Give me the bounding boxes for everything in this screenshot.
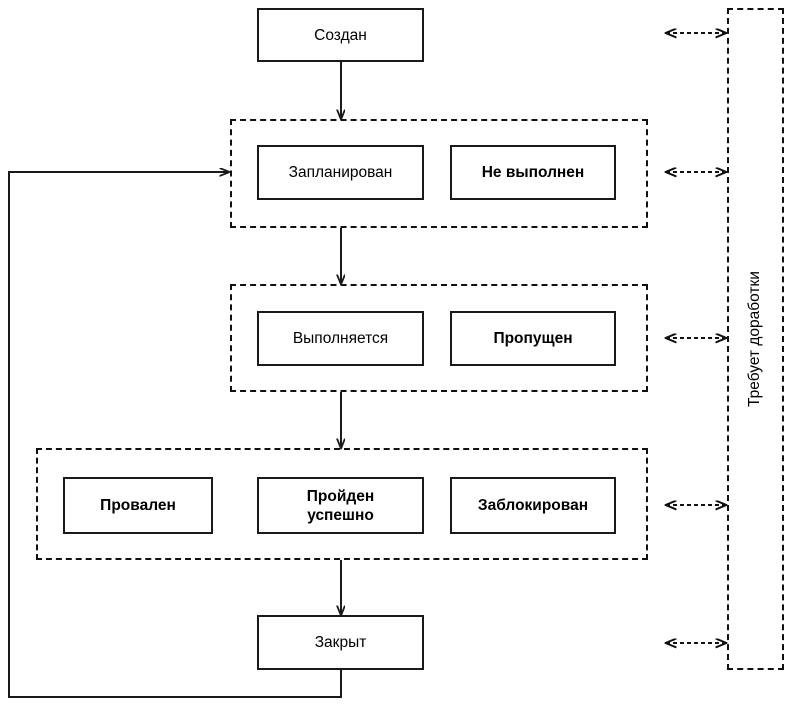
group-planned-states — [230, 119, 648, 228]
rework-container — [727, 8, 784, 670]
state-box-in-progress[interactable]: Выполняется — [257, 311, 424, 366]
state-box-failed[interactable]: Провален — [63, 477, 213, 534]
state-box-closed[interactable]: Закрыт — [257, 615, 424, 670]
group-result-states — [36, 448, 648, 560]
state-box-blocked[interactable]: Заблокирован — [450, 477, 616, 534]
state-box-passed[interactable]: Пройден успешно — [257, 477, 424, 534]
state-box-skipped[interactable]: Пропущен — [450, 311, 616, 366]
state-box-planned[interactable]: Запланирован — [257, 145, 424, 200]
state-box-not-executed[interactable]: Не выполнен — [450, 145, 616, 200]
state-box-created[interactable]: Создан — [257, 8, 424, 62]
group-execution-states — [230, 284, 648, 392]
edge-closed-feedback-loop — [8, 172, 342, 698]
rework-label: Требует доработки — [746, 271, 763, 407]
